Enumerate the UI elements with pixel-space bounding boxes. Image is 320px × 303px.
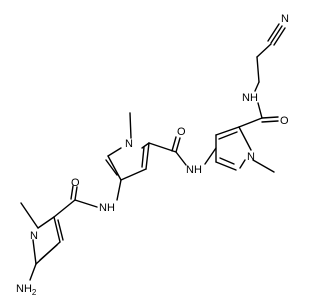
amide-bond bbox=[74, 199, 98, 208]
ring-bond bbox=[107, 155, 122, 181]
amine-bond bbox=[29, 263, 37, 281]
ring1-nitrogen-label: N bbox=[30, 230, 38, 242]
ring-bond bbox=[238, 117, 263, 128]
ring-bond bbox=[218, 131, 238, 140]
chain-bond bbox=[254, 81, 260, 92]
methyl-bond bbox=[129, 112, 132, 139]
ring-bond bbox=[239, 159, 246, 169]
ring-bond bbox=[32, 239, 37, 265]
amide2-oxygen-label: O bbox=[177, 126, 186, 138]
ring-bond bbox=[57, 219, 64, 241]
ring-bond bbox=[215, 126, 240, 136]
amine-nh-text: NH bbox=[16, 283, 32, 295]
carbonyl-bond bbox=[261, 120, 279, 123]
nitrile-triple-bond bbox=[267, 23, 280, 42]
chain-bond bbox=[256, 56, 260, 83]
amide1-nh-label: NH bbox=[99, 202, 115, 214]
carbonyl-bond bbox=[171, 136, 177, 152]
amide3-nh-label: NH bbox=[242, 92, 258, 104]
ring-bond bbox=[39, 244, 58, 261]
amide-bond bbox=[116, 179, 122, 201]
ring-bond bbox=[53, 216, 61, 243]
ring-bond bbox=[145, 142, 150, 170]
amide-bond bbox=[257, 102, 263, 119]
ring-bond bbox=[141, 146, 145, 168]
carbonyl-bond bbox=[261, 116, 279, 119]
amine-subscript: 2 bbox=[32, 288, 37, 297]
ring-bond bbox=[105, 159, 118, 176]
ring-bond bbox=[37, 216, 55, 229]
amide3-oxygen-label: O bbox=[280, 115, 289, 127]
amide1-oxygen-label: O bbox=[71, 177, 80, 189]
ring3-nitrogen-label: N bbox=[247, 151, 255, 163]
amine-label: NH2 bbox=[16, 283, 37, 297]
ring-bond bbox=[120, 168, 147, 181]
nitrile-nitrogen-label: N bbox=[281, 13, 289, 25]
nitrile-triple-bond bbox=[270, 25, 283, 44]
ring2-nitrogen-label: N bbox=[125, 138, 133, 150]
chain-bond bbox=[256, 43, 272, 58]
ring-bond bbox=[215, 161, 237, 171]
nitrile-triple-bond bbox=[273, 27, 286, 46]
carbonyl-bond bbox=[70, 185, 74, 200]
ring-bond bbox=[107, 147, 122, 157]
amide-bond bbox=[204, 147, 217, 165]
carbonyl-bond bbox=[175, 137, 181, 153]
amide2-nh-label: NH bbox=[186, 164, 202, 176]
amide-bond bbox=[175, 151, 187, 166]
methyl-bond bbox=[20, 202, 39, 229]
methyl-bond bbox=[252, 159, 275, 173]
ring-bond bbox=[141, 142, 150, 149]
ring-bond bbox=[53, 199, 76, 218]
ring-bond bbox=[219, 157, 235, 165]
ring-bond bbox=[238, 126, 252, 151]
carbonyl-bond bbox=[74, 186, 78, 201]
ring-bond bbox=[148, 142, 177, 153]
